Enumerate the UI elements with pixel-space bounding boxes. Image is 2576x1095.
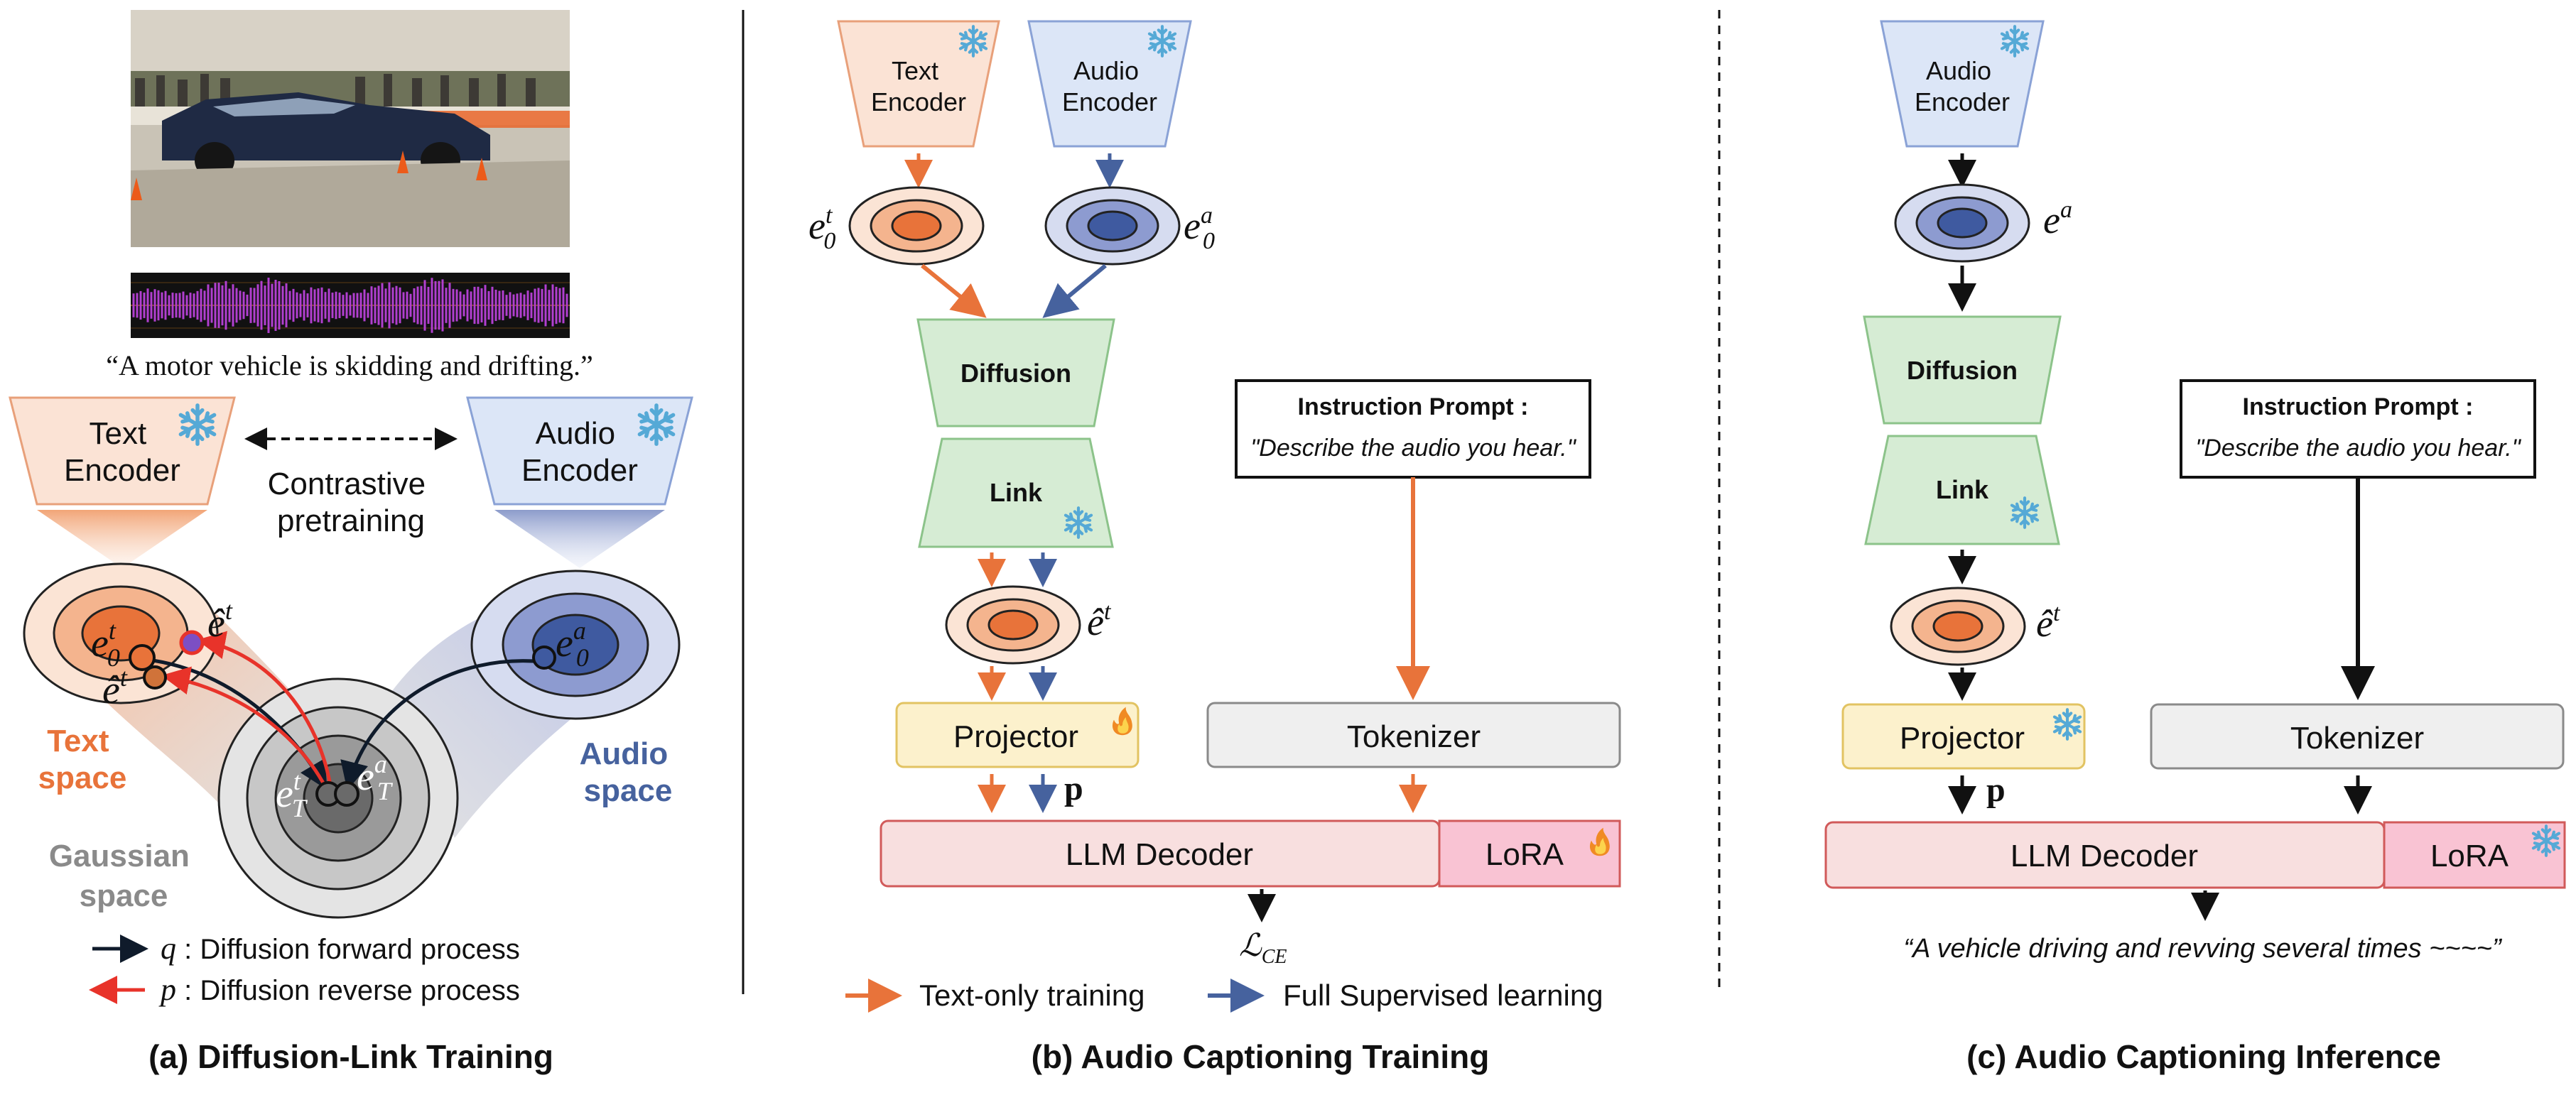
projector-label: Projector (953, 719, 1078, 754)
audio-space-label: Audio space (580, 736, 677, 808)
diffusion-label: Diffusion (960, 359, 1071, 388)
panel-b-caption: (b) Audio Captioning Training (1032, 1038, 1490, 1075)
audio-encoder-label-line2: Encoder (521, 453, 638, 488)
panel-c: Audio Encoder ea Diffusion Link êt Instr… (1824, 20, 2566, 1075)
ehat-label: êt (1087, 599, 1112, 643)
legend-full-label: Full Supervised learning (1283, 979, 1603, 1012)
contrastive-label: Contrastive pretraining (268, 467, 435, 538)
link-block (1864, 435, 2060, 545)
panel-c-caption: (c) Audio Captioning Inference (1966, 1038, 2441, 1075)
text-projection-cone (37, 510, 207, 568)
lora-block (2383, 821, 2566, 889)
legend-text-only-label: Text-only training (919, 979, 1144, 1012)
panel-a-text-encoder-label: Text Encoder (64, 416, 180, 488)
text-encoder-label-line1: Text (90, 416, 147, 451)
loss-label: ℒCE (1239, 928, 1287, 968)
e0t-point (129, 644, 156, 671)
text-to-diffusion-arrow (921, 263, 987, 318)
audio-space (470, 570, 681, 720)
instruction-prompt-box (2180, 379, 2536, 479)
panel-c-audio-encoder-label: Audio Encoder (1915, 56, 2010, 116)
video-frame-image (131, 10, 570, 247)
tokenizer-block (2150, 703, 2565, 770)
diffusion-block (916, 318, 1115, 427)
panel-b-audio-encoder-label: Audio Encoder (1062, 56, 1157, 116)
eTa-point (334, 781, 359, 807)
ehat-point-2 (143, 665, 167, 690)
ehat-point-1 (179, 630, 205, 655)
legend-forward-text: q : Diffusion forward process (161, 931, 520, 966)
e0a-embedding (1044, 186, 1181, 266)
diffusion-block (1863, 315, 2062, 425)
reverse-path-1 (197, 631, 333, 790)
ehat-label-2: êt (102, 663, 128, 712)
link-block (918, 437, 1114, 548)
ea-label: ea (2043, 197, 2072, 241)
audio-waveform-image (131, 273, 570, 338)
p-label: p (1064, 770, 1083, 807)
instruction-prompt-text: "Describe the audio you hear." (2195, 435, 2522, 462)
output-caption: “A vehicle driving and revving several t… (1903, 934, 2503, 964)
projector-label: Projector (1900, 721, 2025, 756)
projector-block (895, 702, 1140, 768)
audio-projection-cone (494, 510, 665, 568)
audio-encoder-trapezoid (466, 396, 693, 506)
text-encoder-trapezoid (837, 20, 1000, 148)
ehat-label: êt (2036, 600, 2061, 645)
llm-decoder-label: LLM Decoder (1066, 837, 1253, 872)
text-space-label: Text space (38, 724, 127, 795)
lora-block (1438, 819, 1621, 888)
e0a-point (532, 645, 556, 670)
llm-decoder-label: LLM Decoder (2011, 839, 2198, 873)
panel-a-caption: (a) Diffusion-Link Training (148, 1038, 553, 1075)
e0t-embedding (848, 186, 985, 266)
tokenizer-block (1206, 702, 1621, 768)
lora-label: LoRA (2430, 839, 2509, 873)
tokenizer-label: Tokenizer (1347, 719, 1481, 754)
link-label: Link (990, 478, 1043, 507)
panel-a: “A motor vehicle is skidding and driftin… (9, 10, 693, 1075)
panel-a-quote: “A motor vehicle is skidding and driftin… (106, 349, 592, 381)
ehat-embedding (945, 585, 1081, 665)
instruction-prompt-text: "Describe the audio you hear." (1250, 435, 1577, 462)
lora-label: LoRA (1485, 837, 1564, 872)
panel-a-audio-encoder-label: Audio Encoder (521, 416, 638, 488)
waveform-bars (132, 277, 568, 334)
forward-path-audio (340, 659, 543, 790)
text-encoder-label-line2: Encoder (64, 453, 180, 488)
link-label: Link (1936, 475, 1989, 504)
panel-b-text-encoder-label: Text Encoder (871, 56, 966, 116)
instruction-prompt-title: Instruction Prompt : (1298, 393, 1529, 420)
instruction-prompt-box (1235, 379, 1591, 479)
audio-encoder-trapezoid (1880, 20, 2045, 148)
projector-block (1841, 703, 2086, 770)
audio-encoder-label-line1: Audio (536, 416, 616, 451)
reverse-path-2 (161, 666, 330, 794)
instruction-prompt-title: Instruction Prompt : (2243, 393, 2474, 420)
legend-reverse-text: p : Diffusion reverse process (158, 972, 520, 1007)
text-encoder-trapezoid (9, 396, 236, 506)
ea-embedding (1894, 183, 2030, 263)
p-label: p (1986, 771, 2006, 809)
audio-encoder-trapezoid (1027, 20, 1192, 148)
ehat-embedding (1890, 587, 2026, 666)
tokenizer-label: Tokenizer (2290, 721, 2424, 756)
audio-to-diffusion-arrow (1042, 263, 1107, 318)
ehat-label-1: êt (207, 596, 233, 645)
gaussian-space-label: Gaussian space (49, 839, 198, 913)
diffusion-label: Diffusion (1907, 356, 2018, 385)
